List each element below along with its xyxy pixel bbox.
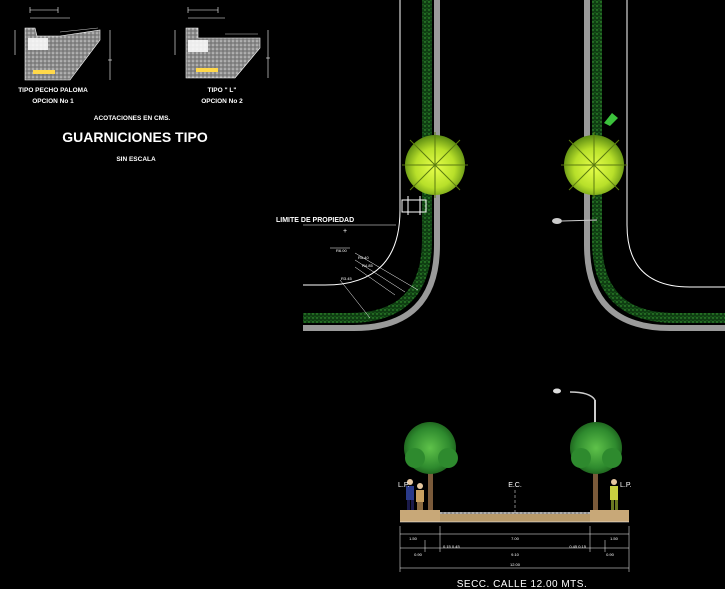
curb-type-2-option: OPCION No 2 bbox=[201, 98, 243, 105]
curb-type-1-label: TIPO PECHO PALOMA bbox=[18, 87, 88, 94]
scale-note: SIN ESCALA bbox=[116, 156, 156, 163]
curb-detail-type-1 bbox=[14, 7, 112, 81]
plan-view: + bbox=[303, 0, 725, 331]
dimension-label: 0.90 bbox=[606, 552, 615, 557]
tree-icon bbox=[404, 422, 458, 510]
section-title: SECC. CALLE 12.00 MTS. bbox=[457, 579, 588, 589]
radius-label: R6.00 bbox=[336, 248, 347, 253]
curb-dimension-label: 0.15 0.45 bbox=[443, 544, 460, 549]
tree-icon bbox=[570, 422, 622, 510]
dimension-label: 1.50 bbox=[610, 536, 619, 541]
property-limit-right: L.P. bbox=[620, 482, 632, 489]
curb-type-1-option: OPCION No 1 bbox=[32, 98, 74, 105]
street-lamp-icon bbox=[552, 218, 598, 224]
person-icon bbox=[610, 479, 618, 510]
person-icon bbox=[416, 483, 424, 510]
curb-dimension-label: 0.45 0.15 bbox=[569, 544, 586, 549]
sidewalk-left bbox=[400, 510, 440, 522]
radius-label: R3.45 bbox=[341, 276, 352, 281]
plant-icon bbox=[604, 113, 618, 126]
svg-text:+: + bbox=[343, 228, 347, 235]
dimension-label: 0.90 bbox=[414, 552, 423, 557]
curb-detail-type-2 bbox=[174, 7, 270, 79]
dimension-label: 7.00 bbox=[511, 536, 520, 541]
curb-type-2-label: TIPO " L" bbox=[208, 87, 237, 94]
units-note: ACOTACIONES EN CMS. bbox=[94, 115, 171, 122]
radius-label: R5.40 bbox=[358, 255, 369, 260]
bench-icon bbox=[401, 196, 427, 215]
drawing-title: GUARNICIONES TIPO bbox=[62, 129, 208, 145]
street-section bbox=[399, 388, 630, 572]
sidewalk-right bbox=[590, 510, 629, 522]
dimension-label: 1.50 bbox=[409, 536, 418, 541]
dimension-label: 9.10 bbox=[511, 552, 520, 557]
property-limit-left: L.P. bbox=[398, 482, 410, 489]
dimension-total-label: 12.00 bbox=[510, 562, 521, 567]
street-axis-label: E.C. bbox=[508, 482, 522, 489]
person-icon bbox=[406, 479, 414, 510]
property-limit-label: LIMITE DE PROPIEDAD bbox=[276, 217, 354, 224]
radius-label: R4.85 bbox=[362, 263, 373, 268]
pavement bbox=[440, 514, 590, 522]
